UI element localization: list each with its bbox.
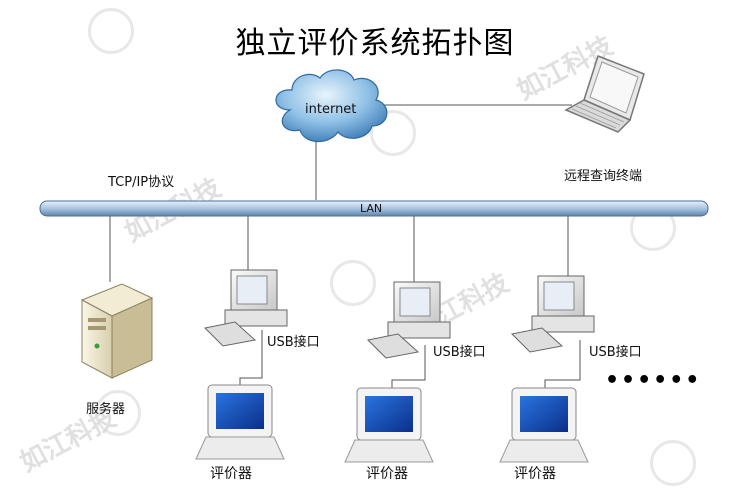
protocol-label: TCP/IP协议: [108, 175, 175, 190]
usb-label: USB接口: [589, 345, 642, 360]
evaluator-label: 评价器: [366, 466, 408, 482]
watermark-logo-icon: [95, 390, 141, 436]
watermark-logo-icon: [330, 260, 376, 306]
pc-icon-3: [510, 275, 595, 353]
evaluator-label: 评价器: [514, 466, 556, 482]
evaluator-label: 评价器: [210, 466, 252, 482]
connection-lines: [109, 104, 581, 388]
pc-icon-1: [203, 269, 288, 347]
laptop-icon: [564, 55, 645, 133]
evaluator-device-icon-2: [344, 387, 434, 463]
more-ellipsis: ••••••: [605, 368, 702, 393]
evaluator-device-icon-1: [195, 384, 285, 460]
server-label: 服务器: [86, 402, 126, 417]
pc-icon-2: [366, 281, 451, 359]
remote-terminal-label: 远程查询终端: [564, 169, 643, 184]
watermark-logo-icon: [370, 110, 416, 156]
lan-label: LAN: [360, 202, 383, 215]
cloud-label: internet: [305, 102, 357, 117]
usb-label: USB接口: [267, 335, 320, 350]
diagram-title: 独立评价系统拓扑图: [235, 26, 515, 61]
watermark-logo-icon: [650, 440, 696, 486]
server-icon: [80, 283, 154, 379]
watermark-logo-icon: [88, 8, 134, 54]
evaluator-device-icon-3: [499, 387, 589, 463]
usb-label: USB接口: [433, 345, 486, 360]
lan-bus: [39, 200, 709, 217]
internet-cloud-icon: [275, 69, 388, 143]
